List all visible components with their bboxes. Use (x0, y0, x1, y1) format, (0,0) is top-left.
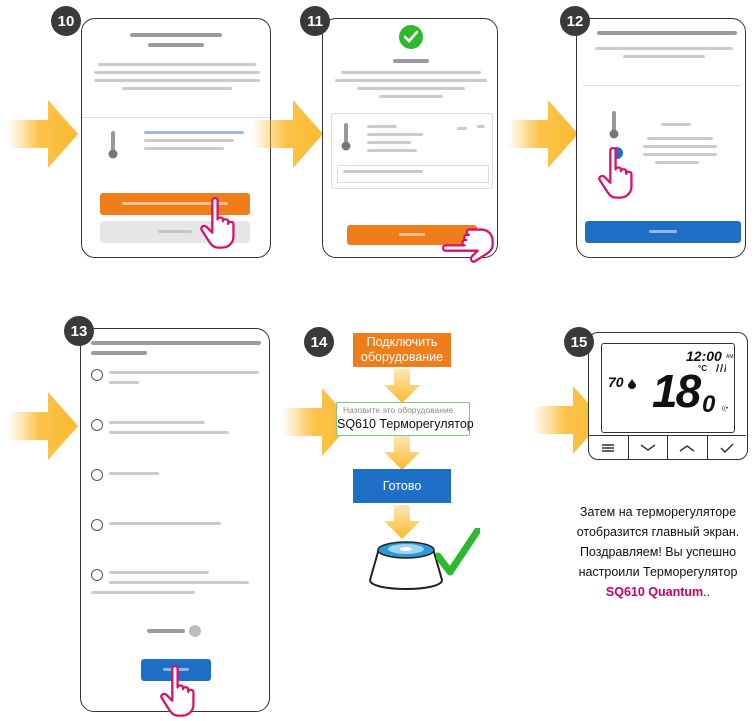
caption-line-3: Поздравляем! Вы успешно (579, 545, 737, 559)
check-icon (436, 528, 480, 576)
step-number-10: 10 (51, 6, 81, 36)
arrow-right-icon (253, 100, 323, 168)
arrow-down-icon (384, 436, 420, 470)
gateway-icon (368, 541, 444, 590)
device-name-placeholder: Назовите это оборудование (343, 405, 454, 415)
up-button[interactable] (668, 436, 708, 460)
arrow-right-icon (8, 392, 78, 460)
arrow-right-icon (282, 388, 352, 456)
caption-line-4: настроили Терморегулятор (578, 565, 738, 579)
chevron-down-icon (640, 444, 656, 451)
confirm-button[interactable] (708, 436, 747, 460)
menu-button[interactable] (589, 436, 629, 460)
thermostat-device: 70 12:00 AM °C 18 0 ((• (588, 332, 748, 460)
confirm-icon (720, 443, 734, 453)
continue-button[interactable] (585, 221, 741, 243)
thermostat-screen: 70 12:00 AM °C 18 0 ((• (601, 343, 735, 433)
caption-line-1: Затем на терморегуляторе (579, 505, 737, 519)
connect-device-box[interactable]: Подключить оборудование (353, 333, 451, 367)
thermometer-icon (341, 123, 351, 151)
hand-pointer-icon (598, 146, 642, 200)
screen-step-13 (80, 328, 270, 712)
arrow-right-icon (8, 100, 78, 168)
step-number-11: 11 (300, 6, 330, 36)
thermometer-icon (108, 131, 118, 159)
done-button[interactable]: Готово (353, 469, 451, 503)
unit-label: °C (698, 364, 707, 373)
chevron-up-icon (679, 445, 695, 452)
menu-icon (602, 444, 615, 452)
device-name-value: SQ610 Терморегулятор (337, 417, 474, 431)
arrow-right-icon (508, 100, 578, 168)
temperature-value: 18 (652, 365, 701, 417)
hand-pointer-icon (441, 219, 495, 263)
hand-pointer-icon (160, 664, 204, 718)
arrow-down-icon (384, 369, 420, 403)
temperature-decimal: 0 (702, 391, 716, 418)
check-icon (399, 25, 423, 49)
time-value: 12:00 (686, 348, 722, 364)
hand-pointer-icon (200, 196, 244, 250)
down-button[interactable] (629, 436, 668, 460)
screen-step-11 (322, 18, 498, 258)
arrow-down-icon (384, 505, 420, 539)
heating-icon (716, 364, 726, 372)
arrow-right-icon (533, 386, 603, 454)
caption-suffix: .. (703, 585, 711, 599)
time-suffix: AM (726, 354, 734, 360)
thermostat-buttons (589, 435, 746, 460)
thermometer-icon (609, 111, 619, 139)
humidity-value: 70 (608, 374, 624, 390)
step-number-15: 15 (564, 327, 594, 357)
caption-text: Затем на терморегуляторе отобразится гла… (560, 502, 756, 602)
drop-icon (628, 378, 636, 389)
step-number-14: 14 (304, 327, 334, 357)
caption-line-2: отобразится главный экран. (576, 525, 740, 539)
signal-icon: ((• (722, 406, 729, 412)
screen-step-12 (576, 18, 746, 258)
step-number-12: 12 (560, 6, 590, 36)
device-name-field[interactable]: Назовите это оборудование SQ610 Терморег… (336, 402, 474, 436)
next-button[interactable] (347, 225, 477, 245)
caption-product: SQ610 Quantum (605, 585, 704, 599)
step-number-13: 13 (64, 316, 94, 346)
